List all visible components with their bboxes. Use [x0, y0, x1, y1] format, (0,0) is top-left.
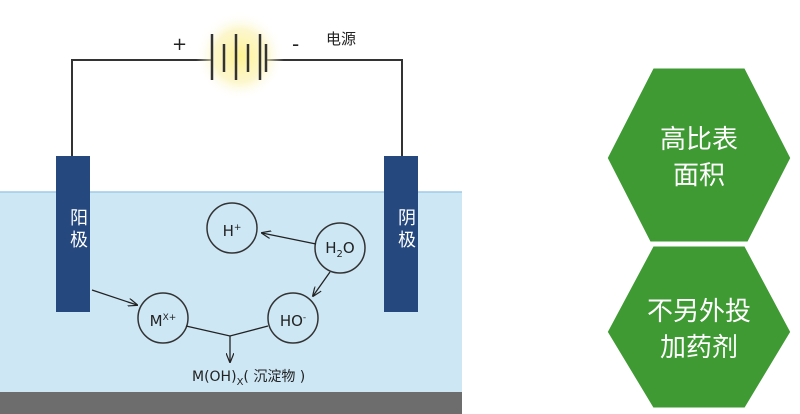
tank-floor [0, 392, 462, 414]
battery-icon [210, 34, 268, 80]
feature-1-line-2: 面积 [672, 161, 725, 191]
arrow-anode-to-metal-ion [91, 289, 137, 305]
h-plus-label: H+ [222, 222, 242, 240]
metal-ion-circle [137, 292, 189, 344]
arrow-water-to-h-plus [262, 233, 317, 245]
battery-glow [196, 12, 284, 100]
feature-2-line-2: 加药剂 [659, 333, 738, 363]
cathode-label: 阴极 [395, 208, 416, 252]
feature-hexagon-2 [602, 241, 796, 413]
precipitate-label: M(OH)X( 沉淀物 ) [192, 369, 306, 388]
minus-sign: - [292, 32, 300, 56]
plus-sign: + [172, 34, 188, 55]
hydroxide-circle [267, 292, 319, 344]
feature-2-line-1: 不另外投 [646, 297, 751, 327]
feature-1-line-1: 高比表 [659, 125, 738, 155]
water-circle [314, 222, 366, 274]
feature-2-label: 不另外投 加药剂 [624, 294, 774, 366]
feature-1-label: 高比表 面积 [624, 122, 774, 194]
anode-label: 阳极 [67, 208, 88, 252]
cathode [384, 156, 418, 312]
water-label: H2O [325, 239, 355, 260]
arrow-water-to-hydroxide [313, 271, 331, 296]
metal-ion-label: MX+ [149, 312, 177, 330]
anode [56, 156, 90, 312]
h-plus-circle [206, 202, 258, 254]
power-source-label: 电源 [326, 30, 357, 48]
hydroxide-label: HO- [279, 312, 307, 330]
wire [71, 59, 403, 158]
